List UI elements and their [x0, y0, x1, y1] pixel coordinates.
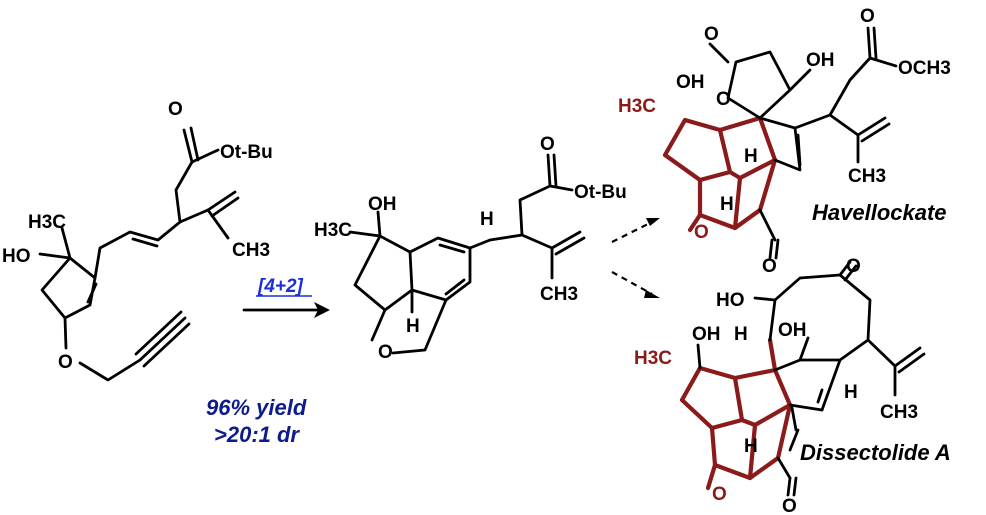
dis-ch3: CH3: [880, 402, 918, 423]
dis-ho: HO: [716, 290, 745, 311]
dis-ring-o: O: [712, 484, 727, 505]
hav-lactone-ring-o: O: [694, 222, 709, 243]
hav-bottom-o: O: [762, 256, 777, 277]
int-h3c-label: H3C: [314, 220, 352, 241]
dis-ketone-o: O: [846, 256, 861, 277]
dr-label: >20:1 dr: [214, 422, 300, 447]
reaction-arrow-group: [4+2] 96% yield >20:1 dr: [206, 276, 330, 447]
dis-h3c: H3C: [634, 348, 672, 369]
hav-och3: OCH3: [898, 58, 951, 79]
product-havellockate: O O OH O OCH3 OH H3C H H CH3 O O Havello…: [618, 6, 951, 277]
sm-ether-o: O: [58, 352, 73, 373]
dis-oh-1: OH: [692, 324, 721, 345]
dis-h-1: H: [734, 324, 748, 345]
dissectolide-name: Dissectolide A: [800, 440, 951, 465]
hav-oh-2: OH: [806, 50, 835, 71]
int-h-label-2: H: [406, 316, 420, 337]
int-h-label-1: H: [480, 209, 494, 230]
dis-carbonyl-o: O: [782, 496, 797, 515]
dis-oh-2: OH: [778, 320, 807, 341]
starting-material: O Ot-Bu CH3 H3C HO O: [2, 99, 273, 382]
sm-carbonyl-o: O: [168, 99, 183, 120]
sm-h3c-label: H3C: [28, 212, 66, 233]
hav-ring-o: O: [716, 89, 731, 110]
hav-oh-1: OH: [676, 72, 705, 93]
sm-ho-label: HO: [2, 246, 31, 267]
sm-otbu-label: Ot-Bu: [220, 142, 273, 163]
hav-ch3: CH3: [848, 166, 886, 187]
dis-h-3: H: [744, 436, 758, 457]
hav-h3c: H3C: [618, 96, 656, 117]
intermediate: O Ot-Bu OH H3C H H O CH3: [314, 134, 627, 363]
hav-h-2: H: [720, 194, 734, 215]
sm-ch3-label: CH3: [232, 240, 270, 261]
int-otbu-label: Ot-Bu: [574, 182, 627, 203]
dashed-arrows: [611, 218, 660, 298]
hav-carbonyl-o: O: [860, 6, 875, 27]
product-dissectolide: O HO OH OH H3C H H H CH3 O O Dissectolid…: [634, 256, 951, 515]
hav-lactone-o: O: [704, 24, 719, 45]
conditions-label: [4+2]: [257, 276, 304, 297]
int-ch3-label: CH3: [540, 284, 578, 305]
havellockate-name: Havellockate: [812, 200, 947, 225]
int-ring-o: O: [378, 342, 393, 363]
dis-h-2: H: [844, 382, 858, 403]
int-carbonyl-o: O: [540, 134, 555, 155]
int-oh-label: OH: [368, 194, 397, 215]
yield-label: 96% yield: [206, 395, 307, 420]
hav-h-1: H: [744, 146, 758, 167]
